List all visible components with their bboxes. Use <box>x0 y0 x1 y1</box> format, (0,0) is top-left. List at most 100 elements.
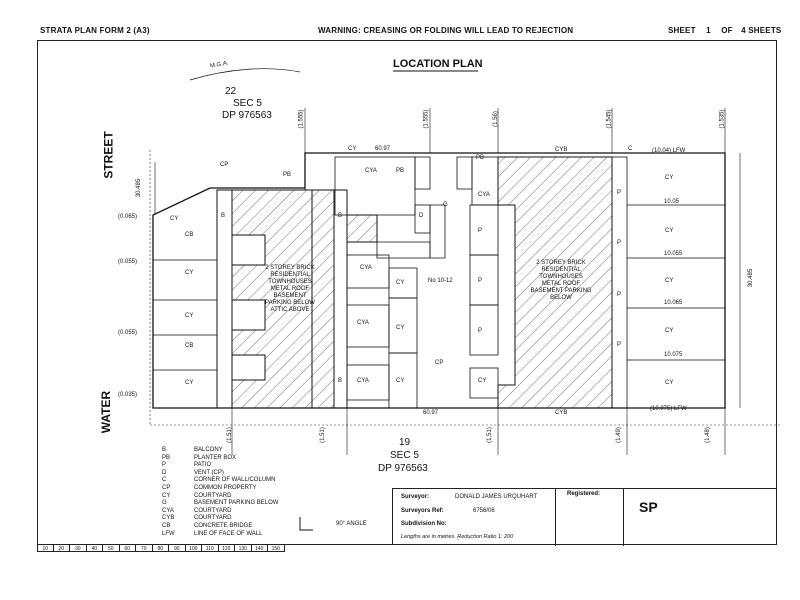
surveyor-name: DONALD JAMES URQUHART <box>455 494 538 500</box>
scale-bar-tick: 140 <box>251 544 268 552</box>
legend-code: CP <box>162 484 171 491</box>
legend-description: COURTYARD <box>194 515 232 522</box>
sheet-number: 1 <box>706 26 711 35</box>
angle-note: 90° ANGLE <box>336 521 367 527</box>
label-p: P <box>617 240 622 246</box>
label-pb: PB <box>396 168 405 174</box>
label-p: P <box>478 228 483 234</box>
legend-description: BASEMENT PARKING BELOW <box>194 500 279 507</box>
sheet-total: 4 SHEETS <box>741 26 782 35</box>
legend-code: CY <box>162 492 171 499</box>
label-cp: CP <box>435 360 444 366</box>
scale-bar-tick: 90 <box>169 544 186 552</box>
label-pb: PB <box>476 155 485 161</box>
scale-bar-tick: 100 <box>185 544 202 552</box>
label-cy: CY <box>185 380 194 386</box>
legend-description: BALCONY <box>194 447 223 453</box>
lengths-note: Lengths are in metres. Reduction Ratio 1… <box>401 534 514 540</box>
form-title: STRATA PLAN FORM 2 (A3) <box>40 26 150 35</box>
legend-description: LINE OF FACE OF WALL <box>194 530 263 537</box>
legend-code: C <box>162 477 167 484</box>
legend-row: CY COURTYARD <box>162 493 278 501</box>
label-cy: CY <box>665 175 674 181</box>
legend-code: LFW <box>162 530 175 537</box>
right-distance-6: (10.075) LFW <box>650 406 687 412</box>
label-b: B <box>338 378 343 384</box>
label-p: P <box>478 328 483 334</box>
west-building-note: 2 STOREY BRICK RESIDENTIAL TOWNHOUSES ME… <box>265 265 315 313</box>
right-distance-1: (10.04) LFW <box>652 148 686 154</box>
surveyor-label: Surveyor: <box>401 494 430 500</box>
legend-description: VENT (CP) <box>194 469 224 476</box>
label-cya: CYA <box>478 192 490 198</box>
legend-description: COURTYARD <box>194 492 232 499</box>
legend-row: LFW LINE OF FACE OF WALL <box>162 531 278 539</box>
left-offset-2: (0.055) <box>118 259 138 265</box>
legend-code: P <box>162 462 167 469</box>
label-b: B <box>221 213 226 219</box>
label-cy: CY <box>170 216 179 222</box>
label-cya: CYA <box>365 168 377 174</box>
north-lot-number: 22 <box>225 86 237 97</box>
label-cp: CP <box>220 162 229 168</box>
legend-code: PB <box>162 454 171 461</box>
top-offset-5: (1.535) <box>719 109 726 129</box>
scale-bar-tick: 60 <box>119 544 136 552</box>
right-distance-3: 10.055 <box>664 251 683 257</box>
scale-bar-tick: 150 <box>268 544 285 552</box>
scale-bar-tick: 120 <box>218 544 235 552</box>
bottom-offset-3: (1.51) <box>486 427 493 443</box>
bottom-offset-2: (1.51) <box>319 427 326 443</box>
label-c: C <box>628 146 633 152</box>
label-cyb: CYB <box>555 147 568 153</box>
bottom-offset-5: (1.48) <box>704 427 711 443</box>
surveyors-ref-label: Surveyors Ref: <box>401 508 444 514</box>
legend-description: CORNER OF WALL/COLUMN <box>194 477 276 484</box>
label-p: P <box>617 342 622 348</box>
left-offset-1: (0.065) <box>118 214 138 220</box>
label-cy: CY <box>665 328 674 334</box>
label-cy: CY <box>348 146 357 152</box>
legend-row: CP COMMON PROPERTY <box>162 485 278 493</box>
legend-row: C CORNER OF WALL/COLUMN <box>162 477 278 485</box>
legend-description: COMMON PROPERTY <box>194 484 257 491</box>
label-d: D <box>419 213 424 219</box>
bottom-offset-4: (1.49) <box>615 427 622 443</box>
right-distance-4: 10.065 <box>664 300 683 306</box>
subdivision-label: Subdivision No: <box>401 521 447 527</box>
surveyor-panel: Surveyor: DONALD JAMES URQUHART Surveyor… <box>393 489 556 546</box>
surveyors-ref: 6756/06 <box>473 508 495 514</box>
location-plan-title: LOCATION PLAN <box>393 58 483 70</box>
label-cy: CY <box>665 278 674 284</box>
legend-row: PB PLANTER BOX <box>162 455 278 463</box>
sheet-of: OF <box>721 26 733 35</box>
label-cy: CY <box>396 280 405 286</box>
left-offset-3: (0.055) <box>118 330 138 336</box>
legend-description: PLANTER BOX <box>194 454 237 461</box>
label-p: P <box>617 292 622 298</box>
top-offset-3: (1.56) <box>492 111 499 127</box>
top-offset-1: (1.555) <box>298 109 305 129</box>
legend-code: CYB <box>162 515 175 522</box>
water-label: WATER <box>99 390 114 434</box>
label-p: P <box>617 190 622 196</box>
scale-bar-tick: 110 <box>202 544 219 552</box>
address-label: No 10-12 <box>428 278 453 284</box>
scale-bar-tick: 30 <box>70 544 87 552</box>
legend-description: CONCRETE BRIDGE <box>194 522 253 529</box>
registered-panel: Registered: <box>555 489 624 546</box>
label-cyb: CYB <box>555 410 568 416</box>
legend-code: CYA <box>162 507 174 514</box>
label-cy: CY <box>665 380 674 386</box>
label-cy: CY <box>665 228 674 234</box>
top-boundary-dim: 60.97 <box>375 146 391 152</box>
label-cb: CB <box>185 232 194 238</box>
label-pb: PB <box>283 172 292 178</box>
legend-row: CYB COURTYARD <box>162 515 278 523</box>
